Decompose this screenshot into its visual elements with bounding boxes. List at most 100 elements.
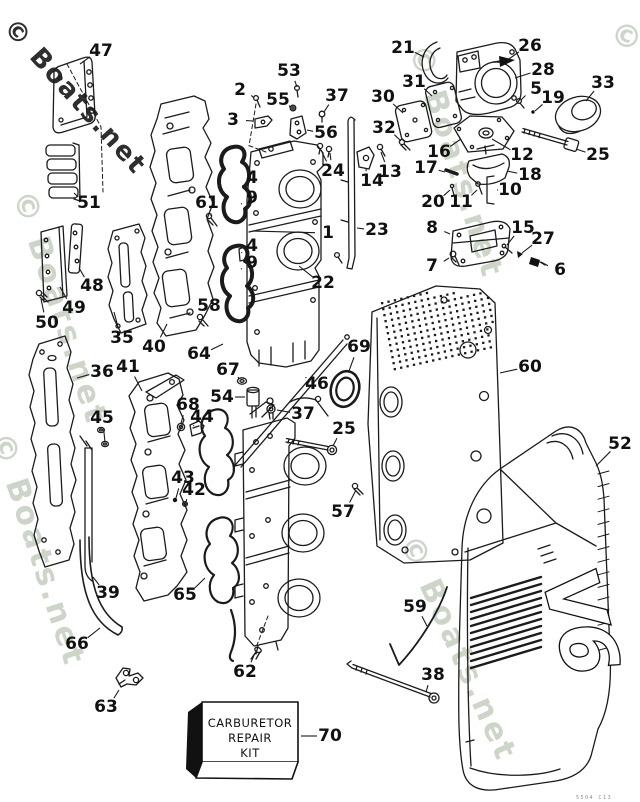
leader-line-35: [113, 311, 119, 328]
part-27-plug: [517, 251, 523, 258]
part-43-pin: [172, 497, 178, 503]
callout-28: 28: [531, 60, 555, 80]
leader-line-21: [414, 51, 425, 58]
assembly-guide-dashes: [66, 63, 269, 646]
part-carburetor-lower-stack: [234, 395, 329, 655]
leader-line-26: [508, 51, 520, 60]
callout-18: 18: [518, 165, 542, 185]
leader-line-13: [380, 151, 386, 163]
callout-44: 44: [190, 407, 214, 427]
part-5-screw: [515, 97, 525, 109]
top-fastener-cluster: [252, 84, 333, 158]
callout-38: 38: [421, 665, 445, 685]
leader-line-67: [237, 376, 240, 380]
callout-36: 36: [90, 362, 114, 382]
callout-62: 62: [233, 662, 257, 682]
leader-line-52: [595, 451, 611, 467]
cover-vent-slats: [469, 575, 543, 670]
part-48-strip: [67, 223, 84, 274]
part-6-plug: [529, 257, 546, 267]
part-14-bracket: [356, 146, 375, 170]
callout-66: 66: [65, 634, 89, 654]
leader-line-63: [113, 689, 120, 699]
callout-15: 15: [511, 218, 535, 238]
kit-box-line3: KIT: [240, 746, 260, 760]
leader-line-25: [575, 148, 586, 153]
part-69-seal-ring: [329, 369, 361, 409]
leader-line-5: [520, 95, 526, 101]
callout-52: 52: [608, 434, 632, 454]
callout-33: 33: [591, 73, 615, 93]
callout-65: 65: [173, 585, 197, 605]
callout-40: 40: [142, 337, 166, 357]
callout-48: 48: [80, 276, 104, 296]
callout-5: 5: [530, 79, 542, 99]
callout-50: 50: [35, 313, 59, 333]
callout-57: 57: [331, 502, 355, 522]
leader-line-20: [443, 189, 451, 197]
callout-63: 63: [94, 697, 118, 717]
watermark-1: © Boats.net: [5, 186, 115, 429]
callout-4: 4: [246, 236, 258, 256]
part-66-hose: [79, 536, 123, 636]
leader-line-22: [298, 265, 313, 278]
cover-edge-ribs: [597, 470, 610, 651]
callout-25: 25: [586, 145, 610, 165]
callout-9: 9: [246, 253, 258, 273]
callout-58: 58: [197, 296, 221, 316]
part-51-reed-valves: [45, 142, 81, 202]
leader-line-44: [192, 424, 195, 427]
part-54-cup: [246, 386, 260, 419]
leader-line-25: [332, 437, 338, 447]
part-57-screw: [351, 482, 364, 496]
callout-53: 53: [277, 61, 301, 81]
leader-line-51: [73, 192, 79, 198]
leader-line-45: [103, 428, 106, 443]
leader-line-59: [421, 616, 428, 627]
leader-line-33: [585, 90, 595, 102]
kit-box-line1: CARBURETOR: [208, 716, 293, 730]
callout-31: 31: [402, 72, 426, 92]
callout-37: 37: [325, 86, 349, 106]
part-42-washer: [181, 500, 189, 508]
part-17-pin: [444, 168, 459, 176]
leader-line-53: [294, 80, 298, 88]
leader-line-31: [423, 88, 433, 97]
leader-line-56: [306, 129, 314, 132]
leader-line-39: [92, 576, 100, 586]
callout-42: 42: [182, 480, 206, 500]
callout-39: 39: [96, 583, 120, 603]
part-60-silencer-plate: [367, 285, 504, 564]
callout-59: 59: [403, 597, 427, 617]
callout-64: 64: [187, 344, 211, 364]
leader-line-17: [438, 169, 446, 173]
callout-23: 23: [365, 220, 389, 240]
part-7-screw: [449, 250, 460, 266]
leader-line-37: [276, 409, 291, 413]
callout-26: 26: [518, 36, 542, 56]
leader-line-60: [499, 368, 518, 374]
kit-box-line2: REPAIR: [228, 731, 272, 745]
callout-7: 7: [426, 256, 438, 276]
part-10-needle-kit-bracket: [486, 175, 495, 205]
callout-14: 14: [360, 171, 384, 191]
part-39-tube: [79, 435, 93, 582]
callout-49: 49: [62, 298, 86, 318]
leader-line-41: [134, 376, 143, 392]
callout-10: 10: [498, 180, 522, 200]
callout-4: 4: [246, 168, 258, 188]
leader-line-57: [349, 489, 357, 503]
callout-1: 1: [322, 223, 334, 243]
leader-line-69: [348, 356, 355, 372]
callout-43: 43: [171, 468, 195, 488]
callout-37: 37: [291, 404, 315, 424]
callout-27: 27: [531, 229, 555, 249]
part-31-plate: [424, 81, 463, 129]
callout-16: 16: [427, 142, 451, 162]
callout-32: 32: [372, 118, 396, 138]
leader-line-1: [251, 230, 316, 234]
callout-6: 6: [554, 260, 566, 280]
leader-line-55: [288, 105, 291, 108]
leader-line-32: [393, 134, 402, 142]
